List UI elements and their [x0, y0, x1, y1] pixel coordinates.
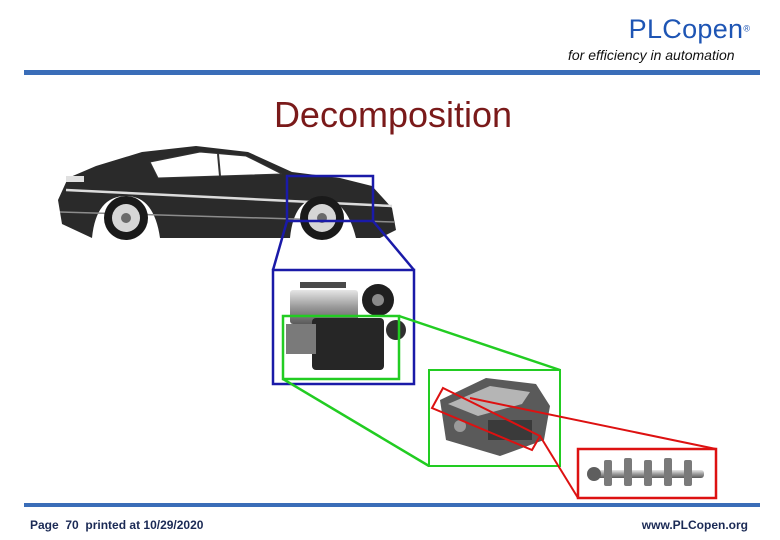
car-engine-region-box — [285, 174, 375, 223]
connector-line — [372, 220, 415, 271]
slide-title: Decomposition — [273, 94, 513, 135]
connector-line — [469, 397, 717, 450]
page-prefix: Page — [30, 518, 59, 532]
brand-name: PLCopen — [628, 14, 744, 44]
connector-line — [539, 435, 579, 499]
page-info: Page 70 printed at 10/29/2020 — [30, 518, 203, 532]
crankshaft-region-box — [430, 386, 542, 452]
brand-logo: PLCopen® — [629, 14, 750, 44]
crankshaft-image — [576, 447, 718, 500]
brand-tagline: for efficiency in automation — [568, 47, 735, 63]
engine-assembly-image — [271, 268, 416, 386]
connector-line — [271, 220, 289, 271]
engine-block-region-box — [281, 314, 401, 381]
car-image — [58, 146, 396, 240]
page-number: 70 — [65, 518, 79, 532]
engine-block-image — [428, 369, 561, 467]
printed-date: printed at 10/29/2020 — [85, 518, 204, 532]
registered-mark: ® — [743, 23, 750, 34]
website-link[interactable]: www.PLCopen.org — [641, 518, 748, 532]
header-divider — [24, 70, 760, 75]
connector-line — [282, 377, 430, 468]
connector-line — [398, 314, 561, 372]
footer-divider — [24, 503, 760, 507]
